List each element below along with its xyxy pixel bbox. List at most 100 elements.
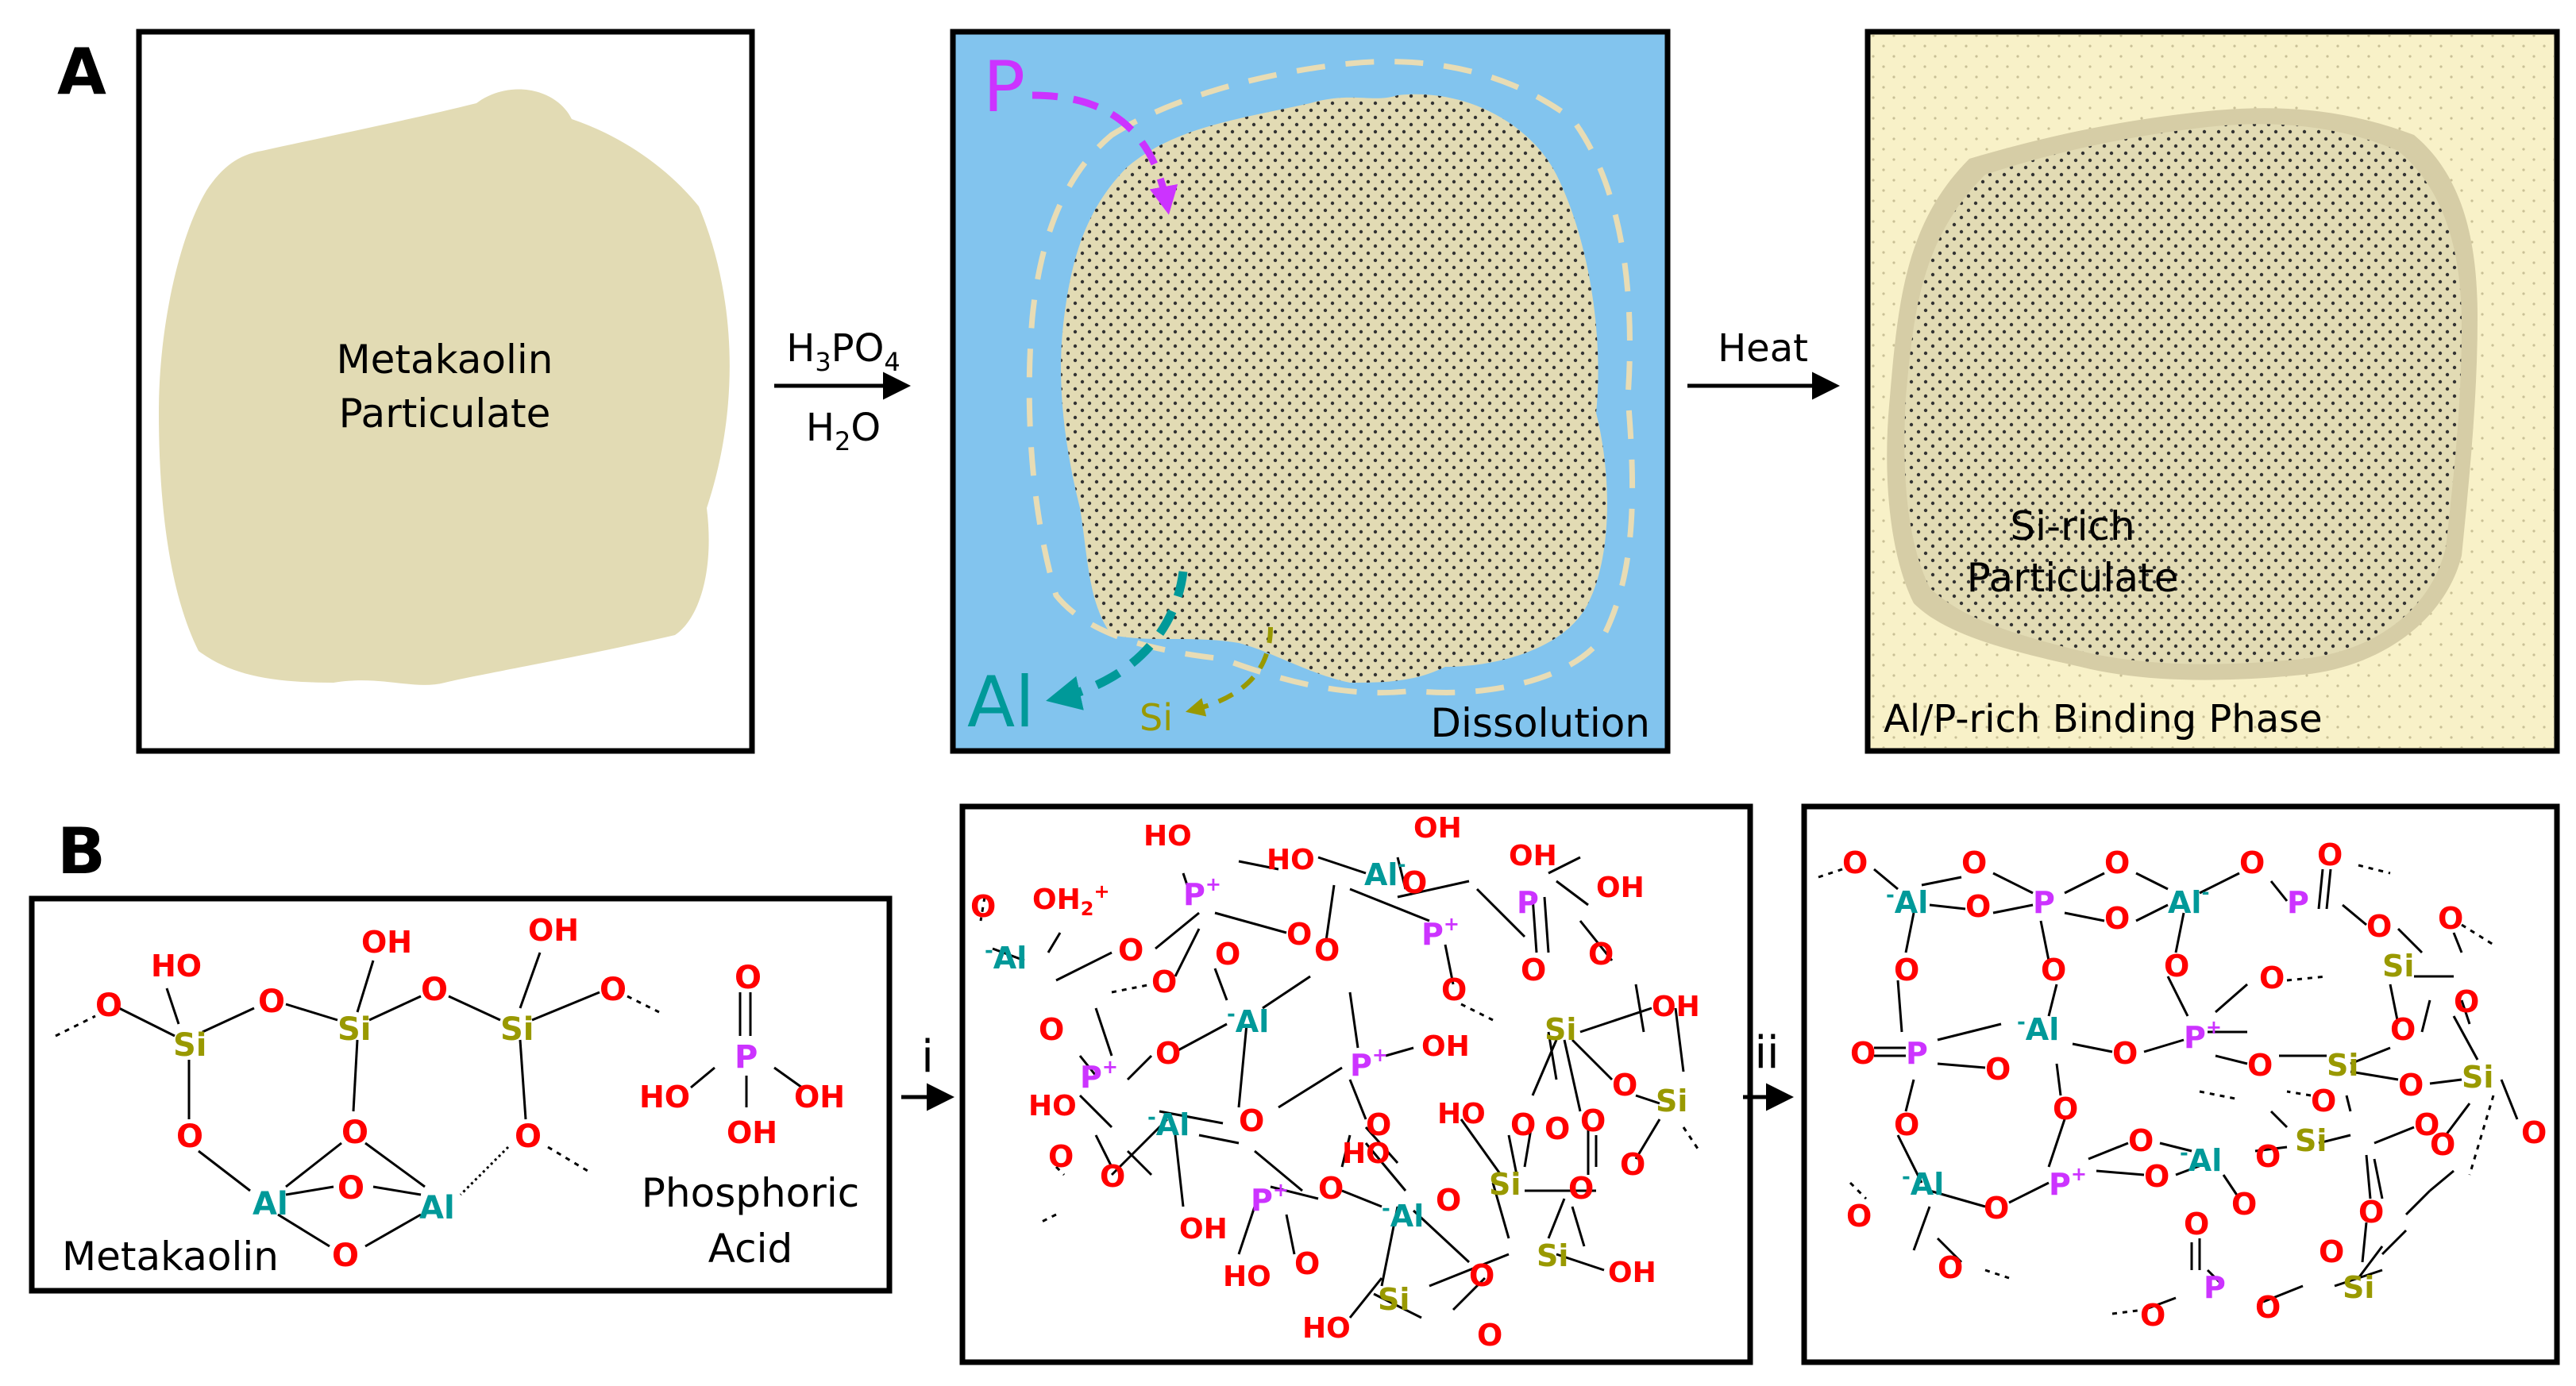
svg-text:P: P bbox=[1906, 1036, 1928, 1071]
svg-text:P: P bbox=[1517, 885, 1539, 920]
svg-text:O: O bbox=[2259, 961, 2285, 995]
box3-label-line1: Si-rich bbox=[2010, 503, 2134, 549]
svg-text:O: O bbox=[1294, 1246, 1320, 1281]
svg-text:Si: Si bbox=[2295, 1123, 2327, 1158]
svg-text:Al: Al bbox=[419, 1190, 455, 1226]
step-arrow-i: i bbox=[901, 1031, 954, 1111]
aluminum-outflow-arrow bbox=[1046, 571, 1188, 710]
svg-text:O: O bbox=[1544, 1111, 1570, 1146]
svg-text:Si: Si bbox=[337, 1011, 372, 1048]
svg-text:O: O bbox=[2454, 984, 2479, 1019]
svg-text:O: O bbox=[337, 1170, 364, 1207]
svg-text:O: O bbox=[2521, 1115, 2547, 1150]
svg-text:O: O bbox=[2053, 1091, 2078, 1126]
svg-text:Si: Si bbox=[1489, 1167, 1521, 1202]
svg-text:P: P bbox=[2033, 885, 2055, 920]
phosphoric-acid-structure bbox=[690, 992, 803, 1107]
svg-text:HO: HO bbox=[639, 1080, 690, 1115]
svg-text:HO: HO bbox=[1143, 820, 1192, 853]
svg-text:OH: OH bbox=[1421, 1030, 1470, 1063]
svg-text:-Al: -Al bbox=[1902, 1165, 1944, 1202]
svg-text:O: O bbox=[1469, 1258, 1494, 1293]
svg-text:OH: OH bbox=[1596, 872, 1645, 904]
box3-label-line2: Particulate bbox=[1967, 555, 2179, 601]
svg-text:O: O bbox=[1402, 865, 1427, 900]
svg-text:P: P bbox=[735, 1039, 758, 1076]
svg-text:O: O bbox=[1846, 1199, 1872, 1234]
svg-text:O: O bbox=[341, 1115, 368, 1151]
panel-b-box-condensed: O -Al O O P O O Al- O P O O O Si O O O O… bbox=[1801, 803, 2560, 1365]
svg-text:Si: Si bbox=[2343, 1270, 2374, 1305]
svg-text:O: O bbox=[1580, 1103, 1606, 1138]
svg-text:HO: HO bbox=[1267, 844, 1315, 876]
svg-text:-Al: -Al bbox=[1147, 1106, 1190, 1142]
svg-text:O: O bbox=[1620, 1147, 1645, 1182]
reaction-arrow-2: Heat bbox=[1687, 326, 1840, 400]
svg-text:Si: Si bbox=[1537, 1238, 1568, 1273]
box3-caption: Al/P-rich Binding Phase bbox=[1884, 697, 2323, 741]
panel-b-box-reactants: HO O Si O OH Si O OH Si O O O O Al O Al … bbox=[29, 895, 893, 1294]
svg-text:O: O bbox=[176, 1118, 203, 1155]
svg-text:O: O bbox=[1510, 1107, 1536, 1142]
metakaolin-structure bbox=[55, 952, 660, 1248]
panel-a-box-dissolution: P Al Si Dissolution bbox=[950, 29, 1671, 754]
svg-text:HO: HO bbox=[151, 949, 202, 984]
svg-text:Al-: Al- bbox=[2168, 881, 2209, 920]
si-rich-particle-texture bbox=[1904, 124, 2462, 664]
svg-text:O: O bbox=[2231, 1187, 2257, 1222]
svg-text:OH: OH bbox=[727, 1115, 777, 1150]
svg-text:O: O bbox=[2311, 1084, 2336, 1118]
svg-text:O: O bbox=[2140, 1298, 2165, 1333]
condensed-network-bonds bbox=[1818, 864, 2519, 1315]
svg-text:OH: OH bbox=[1413, 812, 1462, 845]
phosphorus-inflow-arrow bbox=[1032, 91, 1178, 215]
box2-si-label: Si bbox=[1140, 696, 1173, 739]
svg-text:Si: Si bbox=[1378, 1282, 1409, 1317]
svg-text:Al: Al bbox=[253, 1186, 288, 1222]
svg-text:O: O bbox=[1588, 937, 1614, 972]
svg-text:O: O bbox=[1894, 953, 1919, 988]
svg-text:O: O bbox=[1985, 1052, 2011, 1087]
svg-text:O: O bbox=[2255, 1139, 2281, 1174]
svg-text:O: O bbox=[2390, 1012, 2416, 1047]
svg-text:O: O bbox=[1048, 1139, 1074, 1174]
svg-text:O: O bbox=[1612, 1068, 1637, 1103]
reaction-arrow-1: H3PO4 H2O bbox=[774, 326, 911, 456]
svg-text:O: O bbox=[2128, 1123, 2154, 1158]
svg-text:P: P bbox=[2204, 1270, 2226, 1305]
svg-text:HO: HO bbox=[1437, 1098, 1486, 1130]
svg-text:OH: OH bbox=[1179, 1213, 1228, 1245]
svg-text:O: O bbox=[1118, 933, 1143, 968]
arrow2-label: Heat bbox=[1718, 326, 1808, 371]
panel-a-box-binding-phase: Si-rich Particulate Al/P-rich Binding Ph… bbox=[1865, 29, 2560, 754]
box-b1-caption: Metakaolin bbox=[62, 1234, 279, 1280]
step-ii-label: ii bbox=[1754, 1027, 1779, 1079]
svg-text:O: O bbox=[2112, 1036, 2138, 1071]
original-boundary-dashed bbox=[1026, 59, 1636, 696]
svg-text:O: O bbox=[1441, 972, 1467, 1007]
svg-text:Si: Si bbox=[2327, 1048, 2358, 1083]
svg-text:O: O bbox=[2319, 1234, 2344, 1269]
svg-text:P: P bbox=[2287, 885, 2309, 920]
svg-text:HO: HO bbox=[1302, 1312, 1351, 1345]
svg-text:O: O bbox=[1215, 937, 1240, 972]
svg-text:O: O bbox=[1521, 953, 1546, 988]
arrow1-bottom-label: H2O bbox=[806, 406, 881, 456]
svg-text:Si: Si bbox=[2382, 949, 2414, 984]
svg-text:O: O bbox=[2164, 949, 2189, 984]
svg-text:OH: OH bbox=[1608, 1257, 1656, 1289]
box1-label-line2: Particulate bbox=[339, 391, 551, 437]
svg-text:O: O bbox=[1366, 1107, 1391, 1142]
svg-text:O: O bbox=[1318, 1171, 1344, 1206]
svg-text:-Al: -Al bbox=[2017, 1011, 2059, 1047]
svg-text:O: O bbox=[2317, 837, 2343, 872]
svg-text:O: O bbox=[735, 960, 762, 996]
svg-text:O: O bbox=[515, 1118, 542, 1155]
svg-text:O: O bbox=[2104, 845, 2130, 880]
svg-text:Si: Si bbox=[1544, 1012, 1576, 1047]
svg-text:O: O bbox=[1984, 1191, 2009, 1226]
svg-text:O: O bbox=[1100, 1159, 1125, 1194]
svg-text:OH: OH bbox=[1652, 991, 1700, 1023]
svg-text:-Al: -Al bbox=[1382, 1197, 1424, 1234]
